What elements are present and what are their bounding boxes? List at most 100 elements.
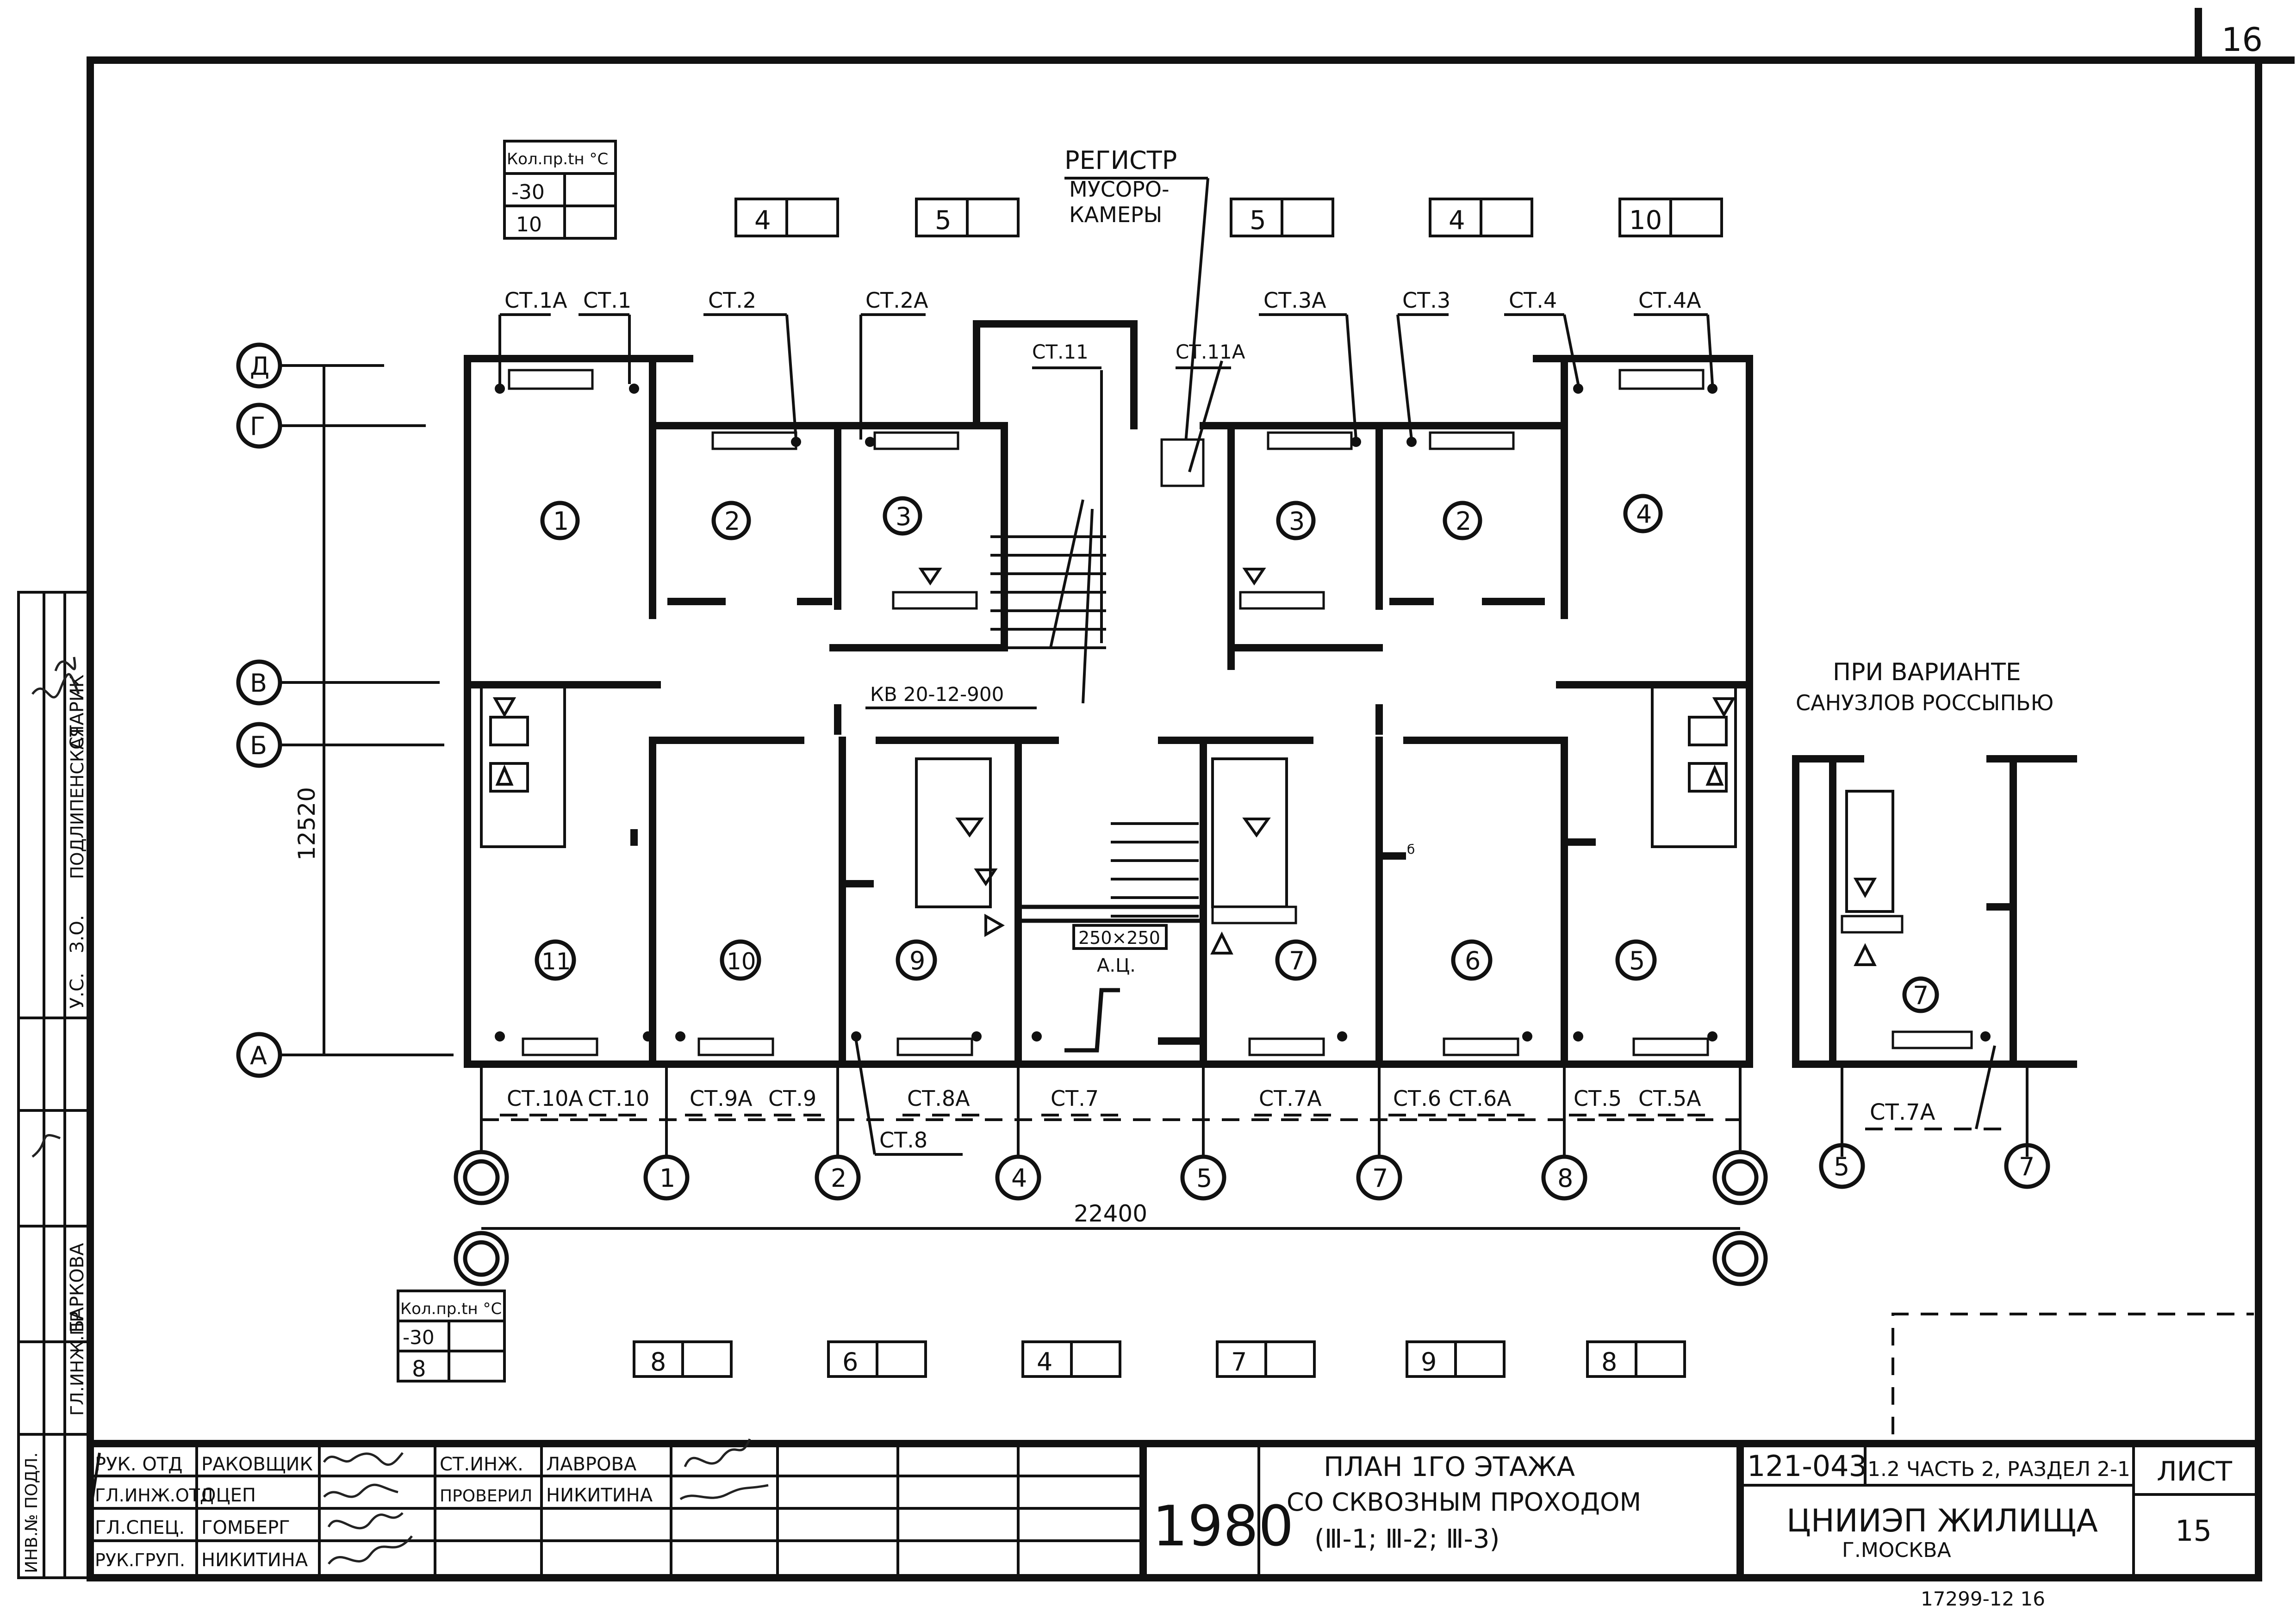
riser-bottom-3: СТ.9А xyxy=(690,1086,753,1111)
title-line-1: ПЛАН 1ГО ЭТАЖА xyxy=(1324,1451,1575,1482)
signature-4 xyxy=(328,1535,413,1565)
alt-variant-line-2: САНУЗЛОВ РОССЫПЬЮ xyxy=(1796,690,2053,715)
axis-letter-d: Д xyxy=(250,352,269,381)
top-box-4: 4 xyxy=(1449,205,1465,236)
role-1: РУК. ОТД xyxy=(95,1454,183,1475)
title-block: РУК. ОТД ГЛ.ИНЖ.ОТД ГЛ.СПЕЦ. РУК.ГРУП. Р… xyxy=(87,1438,2262,1610)
bottom-box-2: 6 xyxy=(842,1347,858,1376)
riser-top-3: СТ.2 xyxy=(708,288,756,313)
bottom-count-boxes: 8 6 4 7 9 8 xyxy=(633,1340,1686,1378)
signature-1 xyxy=(323,1452,404,1466)
room-top-1: 1 xyxy=(553,507,569,536)
alt-variant-line-1: ПРИ ВАРИАНТЕ xyxy=(1833,658,2021,686)
stamp-text-9: СТАРИК xyxy=(67,675,88,750)
riser-label-alt: СТ.7А xyxy=(1870,1099,1935,1125)
name2-1: ЛАВРОВА xyxy=(546,1454,637,1475)
register-label: РЕГИСТР МУСОРО- КАМЕРЫ xyxy=(1064,146,1209,454)
project-code: 121-043 xyxy=(1747,1449,1867,1483)
corner-sheet-number: 16 xyxy=(2221,21,2263,59)
legend-table-bottom: Кол.пр.tн °С -30 8 xyxy=(397,1290,506,1383)
dim-vertical: 12520 xyxy=(293,787,320,861)
top-count-boxes: 4 5 5 4 10 xyxy=(734,198,1723,237)
role-2: ГЛ.ИНЖ.ОТД xyxy=(95,1485,214,1506)
axis-number-2: 2 xyxy=(831,1164,846,1193)
stamp-text-1: ИНВ.№ ПОДЛ. xyxy=(22,1452,41,1573)
signature-5 xyxy=(684,1438,751,1467)
sheet-label: ЛИСТ xyxy=(2157,1456,2232,1487)
riser-top-7: СТ.3А xyxy=(1263,288,1326,313)
top-box-2: 5 xyxy=(935,205,952,236)
axis-alt-7-bubble xyxy=(2004,1143,2050,1189)
axis-letter-g: Г xyxy=(250,412,265,441)
axis-alt-5: 5 xyxy=(1834,1152,1849,1181)
bottom-box-1: 8 xyxy=(650,1347,666,1376)
bottom-box-3: 4 xyxy=(1037,1347,1052,1376)
axis-number-7: 7 xyxy=(1372,1164,1388,1193)
axis-alt-5-bubble xyxy=(1819,1143,1865,1189)
riser-top-6: СТ.11А xyxy=(1176,341,1245,363)
room-top-3: 3 xyxy=(896,502,911,531)
role-4: РУК.ГРУП. xyxy=(95,1550,185,1570)
bottom-stamp: 17299-12 16 xyxy=(1921,1587,2045,1610)
plan-callouts: КВ 20-12-900 250×250 А.Ц. б xyxy=(865,683,1415,976)
bottom-box-6: 8 xyxy=(1601,1347,1617,1376)
room-number-alt-marker xyxy=(1902,976,1939,1013)
register-label-line-2: МУСОРО- xyxy=(1069,177,1170,202)
title-line-2: СО СКВОЗНЫМ ПРОХОДОМ xyxy=(1287,1488,1641,1517)
axis-alt-7: 7 xyxy=(2019,1152,2035,1181)
riser-top-8: СТ.3 xyxy=(1402,288,1450,313)
door-label: КВ 20-12-900 xyxy=(870,683,1004,706)
riser-bottom-1: СТ.10А xyxy=(507,1086,583,1111)
riser-labels-top: СТ.1А СТ.1 СТ.2 СТ.2А СТ.11 СТ.11А СТ.3А… xyxy=(498,288,1714,440)
signature-2 xyxy=(323,1483,398,1498)
axis-number-1: 1 xyxy=(660,1164,675,1193)
room-top-4: 3 xyxy=(1289,507,1305,536)
legend-bottom-cell-2: 8 xyxy=(412,1356,426,1382)
axis-numbers: 22400 1 2 4 5 7 8 xyxy=(454,1064,1768,1286)
stamp-text-4: БАРКОВА xyxy=(67,1243,88,1333)
register-label-line-3: КАМЕРЫ xyxy=(1069,202,1162,227)
riser-bottom-6: СТ.8 xyxy=(879,1128,927,1153)
project-part: 1.2 ЧАСТЬ 2, РАЗДЕЛ 2-1 xyxy=(1867,1457,2130,1481)
axis-number-8: 8 xyxy=(1557,1164,1573,1193)
register-label-line-1: РЕГИСТР xyxy=(1064,146,1177,175)
riser-top-1: СТ.1А xyxy=(504,288,567,313)
name-1: РАКОВЩИК xyxy=(201,1454,313,1475)
legend-table-top: Кол.пр.tн °С -30 10 xyxy=(503,140,617,240)
city: Г.МОСКВА xyxy=(1842,1538,1951,1562)
misc-mark: б xyxy=(1407,842,1415,857)
room-bottom-3: 9 xyxy=(909,946,925,975)
axis-letter-b: Б xyxy=(250,731,267,760)
riser-bottom-12: СТ.5А xyxy=(1638,1086,1701,1111)
building-plan xyxy=(464,320,1753,1068)
riser-bottom-11: СТ.5 xyxy=(1574,1086,1622,1111)
sheet-number: 15 xyxy=(2175,1514,2212,1548)
riser-bottom-9: СТ.6 xyxy=(1393,1086,1441,1111)
dashed-boundary xyxy=(1892,1313,2254,1434)
signature-3 xyxy=(327,1512,404,1530)
top-box-3: 5 xyxy=(1250,205,1266,236)
riser-top-10: СТ.4А xyxy=(1638,288,1701,313)
bottom-box-5: 9 xyxy=(1421,1347,1437,1376)
room-bottom-6: 5 xyxy=(1629,946,1645,975)
bottom-box-4: 7 xyxy=(1231,1347,1247,1376)
duct-label-2: А.Ц. xyxy=(1097,955,1136,976)
axis-number-5: 5 xyxy=(1196,1164,1212,1193)
riser-top-4: СТ.2А xyxy=(865,288,928,313)
riser-bottom-10: СТ.6А xyxy=(1449,1086,1512,1111)
role-3: ГЛ.СПЕЦ. xyxy=(95,1517,185,1538)
stamp-text-8: ПОДЛИПЕНСКАЯ xyxy=(67,725,87,879)
name-2: ОЦЕП xyxy=(201,1485,256,1506)
legend-bottom-cell-1: -30 xyxy=(403,1326,435,1349)
riser-bottom-2: СТ.10 xyxy=(588,1086,649,1111)
room-bottom-4: 7 xyxy=(1289,946,1305,975)
room-top-6: 4 xyxy=(1636,500,1652,529)
signature-6 xyxy=(679,1484,769,1500)
room-bottom-1: 11 xyxy=(541,948,571,975)
stamp-text-6: У.С. xyxy=(67,973,88,1009)
room-top-2: 2 xyxy=(724,507,740,536)
role2-1: СТ.ИНЖ. xyxy=(440,1454,523,1475)
legend-top-cell-1: -30 xyxy=(511,180,545,204)
role2-2: ПРОВЕРИЛ xyxy=(440,1487,532,1506)
